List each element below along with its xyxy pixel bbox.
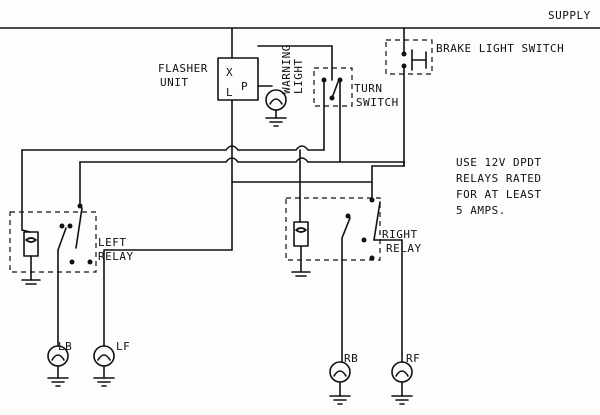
note-line-1: USE 12V DPDT <box>456 156 541 169</box>
left-relay-coil <box>23 231 39 257</box>
left-relay <box>9 203 105 347</box>
lamp-lf-label: LF <box>116 340 130 353</box>
bus-wires <box>21 145 405 263</box>
relay-note: USE 12V DPDT RELAYS RATED FOR AT LEAST 5… <box>456 156 541 217</box>
svg-text:LIGHT: LIGHT <box>292 58 305 94</box>
lamp-rb-icon <box>329 361 351 383</box>
left-relay-label-1: LEFT <box>98 236 127 249</box>
brake-switch-label: BRAKE LIGHT SWITCH <box>436 42 564 55</box>
warning-light-label: WARNING LIGHT <box>280 44 305 94</box>
flasher-x-terminal: X <box>226 66 233 79</box>
lamp-rf-label: RF <box>406 352 420 365</box>
lamp-lb <box>47 345 69 387</box>
right-relay <box>285 197 403 363</box>
flasher-label-2: UNIT <box>160 76 189 89</box>
flasher-p-terminal: P <box>241 80 248 93</box>
right-relay-label-2: RELAY <box>386 242 422 255</box>
flasher-unit: X P L <box>217 27 273 251</box>
flasher-l-terminal: L <box>226 86 233 99</box>
note-line-4: 5 AMPS. <box>456 204 506 217</box>
lamp-rb-label: RB <box>344 352 358 365</box>
lamp-lf-icon <box>93 345 115 367</box>
turn-switch-label-1: TURN <box>354 82 383 95</box>
turn-switch <box>257 45 353 163</box>
supply-label: SUPPLY <box>548 9 591 22</box>
warning-light <box>265 89 287 127</box>
lamp-rb <box>329 361 351 405</box>
lamp-lf <box>93 345 115 387</box>
turn-switch-label-2: SWITCH <box>356 96 399 109</box>
right-relay-coil <box>293 221 309 247</box>
svg-text:WARNING: WARNING <box>280 44 293 94</box>
left-relay-label-2: RELAY <box>98 250 134 263</box>
brake-light-switch <box>385 27 433 167</box>
lamp-rf-icon <box>391 361 413 383</box>
lamp-rf <box>391 361 413 405</box>
right-relay-label-1: RIGHT <box>382 228 418 241</box>
lamp-lb-label: LB <box>58 340 72 353</box>
note-line-2: RELAYS RATED <box>456 172 541 185</box>
note-line-3: FOR AT LEAST <box>456 188 541 201</box>
flasher-label-1: FLASHER <box>158 62 208 75</box>
